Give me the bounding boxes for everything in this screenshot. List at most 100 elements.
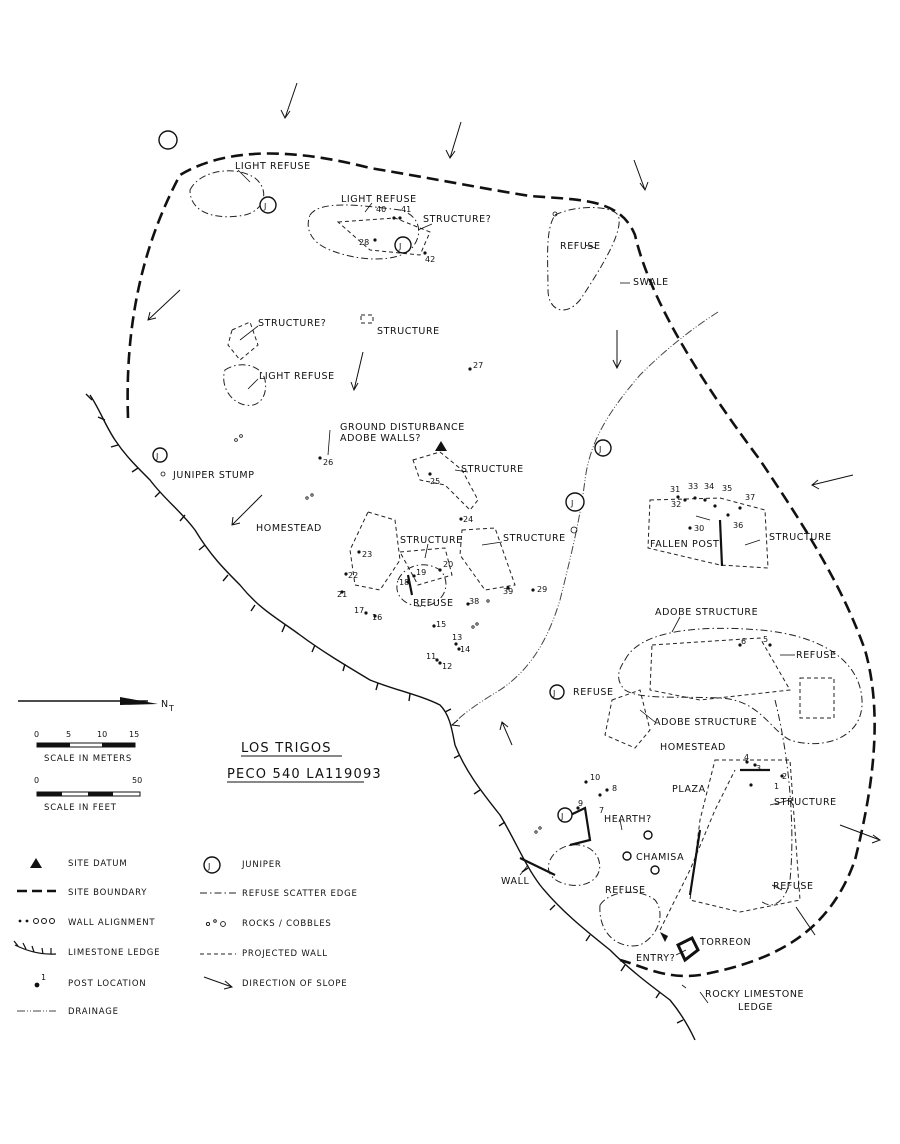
post-label-12: 12 — [442, 662, 452, 671]
legend-site-boundary: SITE BOUNDARY — [68, 888, 147, 898]
juniper-mark: J — [560, 812, 563, 821]
legend-rocks-cobbles: ROCKS / COBBLES — [242, 919, 332, 929]
scale-m-tick-15: 15 — [129, 730, 139, 739]
juniper-2: J — [259, 196, 277, 214]
scale-feet-label: SCALE IN FEET — [44, 803, 117, 813]
post-label-34: 34 — [704, 482, 714, 491]
juniper-mark: J — [552, 689, 555, 698]
legend-post-mark: 1 — [41, 973, 46, 982]
label-structure-4: STRUCTURE — [503, 533, 566, 544]
legend-rocks-symbol — [205, 919, 226, 927]
label-rocky-ledge-2: LEDGE — [738, 1002, 773, 1013]
hearth-refuse-area — [547, 844, 601, 886]
post-label-13: 13 — [452, 633, 462, 642]
post-label-1: 1 — [774, 782, 779, 791]
post-label-11: 11 — [426, 652, 436, 661]
post-label-8: 8 — [612, 784, 617, 793]
label-wall: WALL — [501, 876, 529, 887]
label-refuse-2: REFUSE — [413, 598, 454, 609]
chamisa-1 — [643, 830, 653, 840]
label-torreon: TORREON — [699, 937, 751, 948]
label-juniper-stump: JUNIPER STUMP — [172, 470, 255, 481]
juniper-mark: J — [263, 202, 266, 211]
post-label-27: 27 — [473, 361, 483, 370]
map-labels: LIGHT REFUSE LIGHT REFUSE STRUCTURE? REF… — [172, 161, 837, 1013]
ledge-ticks — [85, 393, 684, 1024]
structure-east — [459, 527, 516, 591]
label-swale: SWALE — [633, 277, 669, 288]
label-structure-q2: STRUCTURE? — [258, 318, 326, 329]
structure-q-west — [227, 321, 259, 361]
scale-m-tick-5: 5 — [66, 730, 71, 739]
structure-datum — [412, 451, 479, 511]
legend-direction-of-slope: DIRECTION OF SLOPE — [242, 979, 347, 989]
label-homestead-2: HOMESTEAD — [660, 742, 726, 753]
post-label-40: 40 — [376, 205, 386, 214]
scale-f-tick-50: 50 — [132, 776, 142, 785]
legend-slope-symbol — [203, 976, 234, 990]
post-label-21: 21 — [337, 590, 347, 599]
post-label-25: 25 — [430, 477, 440, 486]
post-label-37: 37 — [745, 493, 755, 502]
label-ground-disturbance: GROUND DISTURBANCE — [340, 422, 465, 433]
legend-juniper-mark: J — [207, 862, 210, 871]
entry-line — [659, 769, 736, 931]
legend-wall-symbol — [18, 918, 55, 924]
label-adobe-walls: ADOBE WALLS? — [340, 433, 421, 444]
label-light-refuse-3: LIGHT REFUSE — [259, 371, 335, 382]
label-adobe-structure-2: ADOBE STRUCTURE — [654, 717, 757, 728]
wall-plaza-east — [688, 829, 702, 896]
title-line-2: PECO 540 LA119093 — [227, 767, 382, 782]
title-line-1: LOS TRIGOS — [241, 741, 332, 756]
legend-refuse-scatter-edge: REFUSE SCATTER EDGE — [242, 889, 358, 899]
scale-bar-feet: 0 50 SCALE IN FEET — [34, 776, 142, 813]
legend-post-symbol — [34, 982, 40, 988]
legend-juniper-symbol — [203, 856, 221, 874]
post-label-2: 2 — [782, 772, 787, 781]
legend-wall-alignment: WALL ALIGNMENT — [68, 918, 155, 928]
legend: SITE DATUM SITE BOUNDARY WALL ALIGNMENT … — [13, 856, 358, 1017]
site-datum — [435, 441, 447, 451]
juniper-1 — [158, 130, 178, 150]
post-label-17: 17 — [354, 606, 364, 615]
chamisa-2 — [622, 851, 632, 861]
post-numbers: 1 2 3 4 5 6 7 8 9 10 11 12 13 14 15 16 1… — [323, 205, 787, 815]
legend-ledge-symbol — [13, 940, 57, 955]
scale-bar-meters: 0 5 10 15 SCALE IN METERS — [34, 730, 139, 764]
juniper-8: J — [557, 807, 573, 823]
post-label-19: 19 — [416, 568, 426, 577]
chamisa-3 — [650, 865, 660, 875]
post-label-41: 41 — [401, 205, 411, 214]
label-chamisa: CHAMISA — [636, 852, 684, 863]
legend-post-location: POST LOCATION — [68, 979, 146, 989]
label-fallen-post: FALLEN POST — [650, 539, 719, 550]
post-label-35: 35 — [722, 484, 732, 493]
legend-projected-wall: PROJECTED WALL — [242, 949, 328, 959]
juniper-mark: J — [398, 242, 401, 251]
label-structure-3: STRUCTURE — [400, 535, 463, 546]
post-label-7: 7 — [599, 806, 604, 815]
label-structure-q1: STRUCTURE? — [423, 214, 491, 225]
drainage-arrow — [450, 719, 461, 727]
juniper-mark: J — [598, 445, 601, 454]
post-label-29: 29 — [537, 585, 547, 594]
label-homestead-1: HOMESTEAD — [256, 523, 322, 534]
post-label-5: 5 — [763, 635, 768, 644]
site-boundary — [126, 152, 876, 978]
structure-plaza — [689, 759, 801, 913]
post-label-38: 38 — [469, 597, 479, 606]
post-points — [318, 216, 784, 810]
light-refuse-area-2 — [307, 204, 420, 260]
map-title: LOS TRIGOS PECO 540 LA119093 — [227, 741, 382, 783]
label-structure-6: STRUCTURE — [774, 797, 837, 808]
slope-arrows — [147, 82, 882, 936]
label-refuse-4: REFUSE — [573, 687, 614, 698]
post-label-6: 6 — [741, 637, 746, 646]
legend-site-datum: SITE DATUM — [68, 859, 127, 869]
legend-site-datum-symbol — [30, 858, 42, 868]
north-subscript: T — [168, 704, 174, 713]
torreon — [676, 935, 700, 963]
label-refuse-1: REFUSE — [560, 241, 601, 252]
post-label-9: 9 — [578, 799, 583, 808]
